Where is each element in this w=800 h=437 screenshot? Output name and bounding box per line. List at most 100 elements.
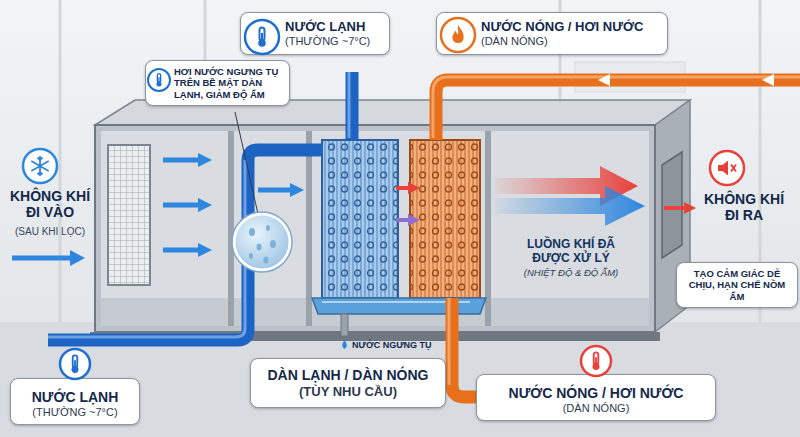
comfort-note-box: TẠO CẢM GIÁC DỄ CHỊU, HẠN CHẾ NỒM ẨM	[676, 262, 798, 308]
node-heading: HƠI NƯỚC NGƯNG TỤ TRÊN BỀ MẶT DÀN LẠNH, …	[174, 66, 283, 100]
air-outlet-icon	[710, 151, 744, 185]
condensation-magnifier	[235, 112, 258, 214]
condensation-magnifier	[257, 244, 262, 251]
node-heading: NƯỚC LẠNH	[285, 19, 383, 35]
air-flow-arrow	[396, 186, 410, 190]
chilled-water-pipe	[48, 150, 322, 340]
hot-water-label: NƯỚC NÓNG / HƠI NƯỚC(DÀN NÓNG)	[436, 12, 668, 55]
node-subtext: (DÀN NÓNG)	[481, 35, 661, 48]
node-heading: TẠO CẢM GIÁC DỄ CHỊU, HẠN CHẾ NỒM ẨM	[682, 268, 792, 302]
chilled-water-pipe	[348, 72, 351, 138]
hot-water-pipe	[598, 74, 610, 86]
thermometer-icon	[148, 69, 170, 91]
treated-air-label: LUỒNG KHÍ ĐÃ ĐƯỢC XỬ LÝ	[510, 238, 632, 266]
chilled-water-pipe	[48, 72, 352, 340]
thermometer-icon	[148, 69, 170, 91]
air-flow-arrow	[70, 250, 85, 266]
air-handling-unit-housing	[485, 131, 491, 326]
hot-water-label: NƯỚC NÓNG / HƠI NƯỚC(DÀN NÓNG)	[476, 374, 716, 421]
drain-pan	[342, 340, 347, 349]
air-flow-arrow	[198, 153, 212, 167]
thermometer-icon	[245, 20, 279, 54]
condensation-magnifier	[232, 212, 292, 272]
condensation-magnifier	[249, 253, 253, 259]
chilled-water-pipe	[48, 160, 245, 337]
chilled-water-label: NƯỚC LẠNH(THƯỜNG ~7°C)	[10, 378, 140, 425]
condensation-magnifier	[232, 112, 292, 272]
thermometer-icon	[60, 349, 90, 379]
flame-icon	[441, 18, 475, 52]
drain-pan	[312, 298, 486, 314]
node-heading: NƯỚC LẠNH	[15, 389, 135, 406]
flame-icon	[452, 25, 463, 43]
air-outlet-label: KHÔNG KHÍ ĐI RA	[698, 191, 790, 223]
air-intake-icon	[23, 149, 57, 183]
hot-water-pipe	[436, 80, 800, 140]
air-flow-arrow	[163, 203, 200, 208]
air-handling-unit-housing	[101, 131, 649, 326]
air-flow-arrow	[684, 202, 696, 214]
air-flow-arrow	[198, 198, 212, 212]
drain-pan	[341, 314, 348, 336]
chilled-water-pipe	[346, 72, 359, 140]
air-flow-arrow	[408, 214, 420, 226]
air-flow-arrow	[163, 158, 200, 163]
flame-icon	[441, 18, 475, 52]
node-heading: DÀN LẠNH / DÀN NÓNG	[257, 367, 439, 384]
air-flow-arrow	[495, 186, 645, 226]
air-handling-unit-housing	[306, 131, 312, 326]
air-filter	[108, 145, 150, 285]
air-filter	[108, 145, 150, 285]
factory-background	[59, 0, 62, 322]
heating-coil	[410, 140, 480, 298]
heating-coil	[410, 140, 480, 298]
air-intake-icon	[23, 149, 57, 183]
hot-water-pipe	[762, 74, 774, 86]
air-handling-unit-housing	[662, 152, 682, 258]
condensation-magnifier	[266, 225, 270, 231]
air-flow-arrow	[163, 248, 200, 253]
cooling-coil	[322, 140, 398, 298]
coil-label-box: DÀN LẠNH / DÀN NÓNG(TÙY NHU CẦU)	[250, 358, 446, 408]
air-intake-icon	[31, 156, 48, 176]
hot-water-pipe	[448, 298, 451, 385]
node-subtext: (THƯỜNG ~7°C)	[15, 406, 135, 419]
treated-air-note: (NHIỆT ĐỘ & ĐỘ ẨM)	[505, 268, 637, 279]
air-handling-unit-housing	[90, 100, 690, 341]
cooling-coil	[322, 140, 398, 298]
node-subtext: (THƯỜNG ~7°C)	[285, 35, 383, 48]
cooling-coil	[322, 140, 398, 298]
air-flow-arrow	[198, 243, 212, 257]
air-flow-arrow	[290, 183, 304, 197]
condensation-magnifier	[270, 240, 276, 248]
thermometer-icon	[245, 20, 279, 54]
node-subtext: (DÀN NÓNG)	[483, 402, 709, 415]
condensation-magnifier	[234, 214, 290, 270]
air-handling-unit-housing	[95, 125, 655, 332]
condensation-magnifier	[264, 257, 269, 264]
node-heading: NƯỚC NÓNG / HƠI NƯỚC	[481, 19, 661, 35]
air-inlet-note: (SAU KHI LỌC)	[2, 226, 98, 238]
air-flow-arrow	[12, 153, 696, 266]
thermometer-icon	[581, 346, 611, 376]
thermometer-icon	[581, 346, 611, 376]
thermometer-icon	[60, 349, 90, 379]
thermometer-icon	[593, 352, 600, 370]
node-subtext: (TÙY NHU CẦU)	[257, 384, 439, 400]
condensation-magnifier	[249, 228, 255, 236]
node-heading: NƯỚC NÓNG / HƠI NƯỚC	[483, 385, 709, 402]
air-inlet-label: KHÔNG KHÍ ĐI VÀO	[6, 188, 94, 220]
air-flow-arrow	[12, 256, 72, 261]
chilled-water-label: NƯỚC LẠNH(THƯỜNG ~7°C)	[240, 12, 390, 55]
condensate-label: NƯỚC NGƯNG TỤ	[352, 340, 444, 350]
air-flow-arrow	[396, 218, 410, 222]
thermometer-icon	[258, 28, 266, 47]
air-outlet-icon	[718, 161, 736, 176]
thermometer-icon	[72, 355, 79, 373]
hot-water-pipe	[452, 298, 477, 397]
